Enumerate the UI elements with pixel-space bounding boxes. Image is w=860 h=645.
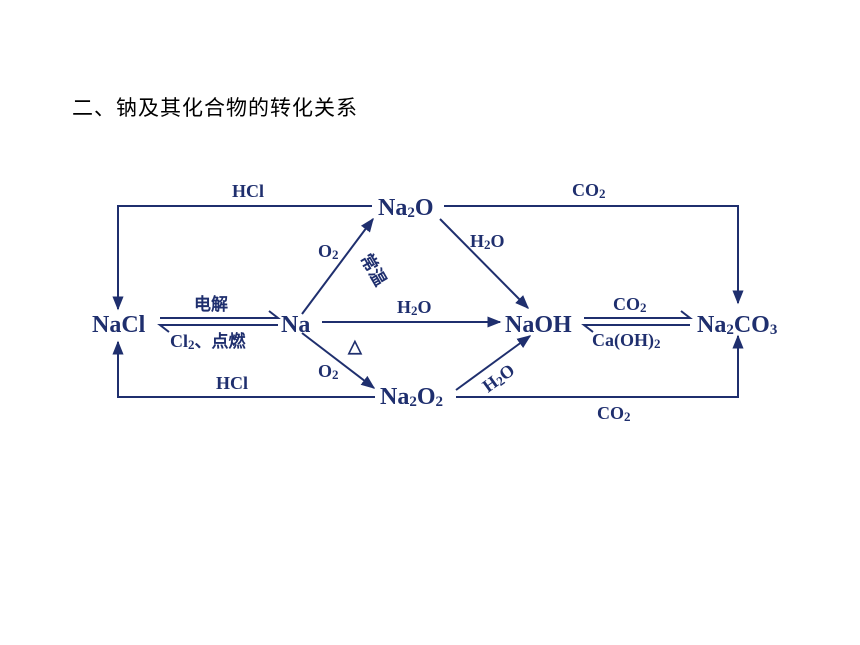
node-na2o: Na2O [378, 195, 434, 221]
arrow-na2o-to-naoh [439, 218, 529, 309]
node-na2o2: Na2O2 [380, 384, 443, 410]
harpoon-forward [160, 310, 281, 319]
label-cl2-ignition: Cl2、点燃 [170, 331, 246, 352]
label-h2o-middle: H2O [397, 297, 432, 318]
harpoon-forward [584, 310, 693, 319]
harpoon-backward [157, 324, 278, 333]
label-co2-bottom: CO2 [597, 403, 631, 424]
section-heading: 二、钠及其化合物的转化关系 [72, 96, 358, 120]
label-co2-top: CO2 [572, 180, 606, 201]
node-na2co3: Na2CO3 [697, 312, 777, 338]
arrow-na2o2-to-na2co3 [456, 334, 744, 398]
label-h2o-upper: H2O [470, 231, 505, 252]
node-nacl: NaCl [92, 312, 146, 338]
label-h2o-lower: H2O [479, 360, 519, 397]
harpoon-backward [581, 324, 690, 333]
node-naoh: NaOH [505, 312, 572, 338]
node-na: Na [281, 312, 310, 338]
arrow-na2o-to-nacl [112, 205, 372, 311]
arrow-na2o2-to-nacl [112, 340, 375, 398]
label-o2-lower: O2 [318, 361, 339, 382]
label-co2-equilibrium: CO2 [613, 294, 647, 315]
label-room-temperature: 常温 [356, 250, 391, 290]
label-calcium-hydroxide: Ca(OH)2 [592, 330, 661, 351]
label-o2-upper: O2 [318, 241, 339, 262]
label-heat: △ [347, 336, 363, 356]
label-hcl-bottom: HCl [216, 373, 248, 393]
arrow-na-to-na2o2 [301, 332, 376, 389]
arrow-na2o2-to-naoh [455, 335, 532, 391]
equilibrium-nacl-na [157, 310, 281, 333]
label-hcl-top: HCl [232, 181, 264, 201]
label-electrolysis: 电解 [194, 294, 228, 315]
arrow-na2o-to-na2co3 [444, 205, 744, 305]
equilibrium-naoh-na2co3 [581, 310, 693, 333]
arrow-na-to-na2o [301, 217, 374, 315]
